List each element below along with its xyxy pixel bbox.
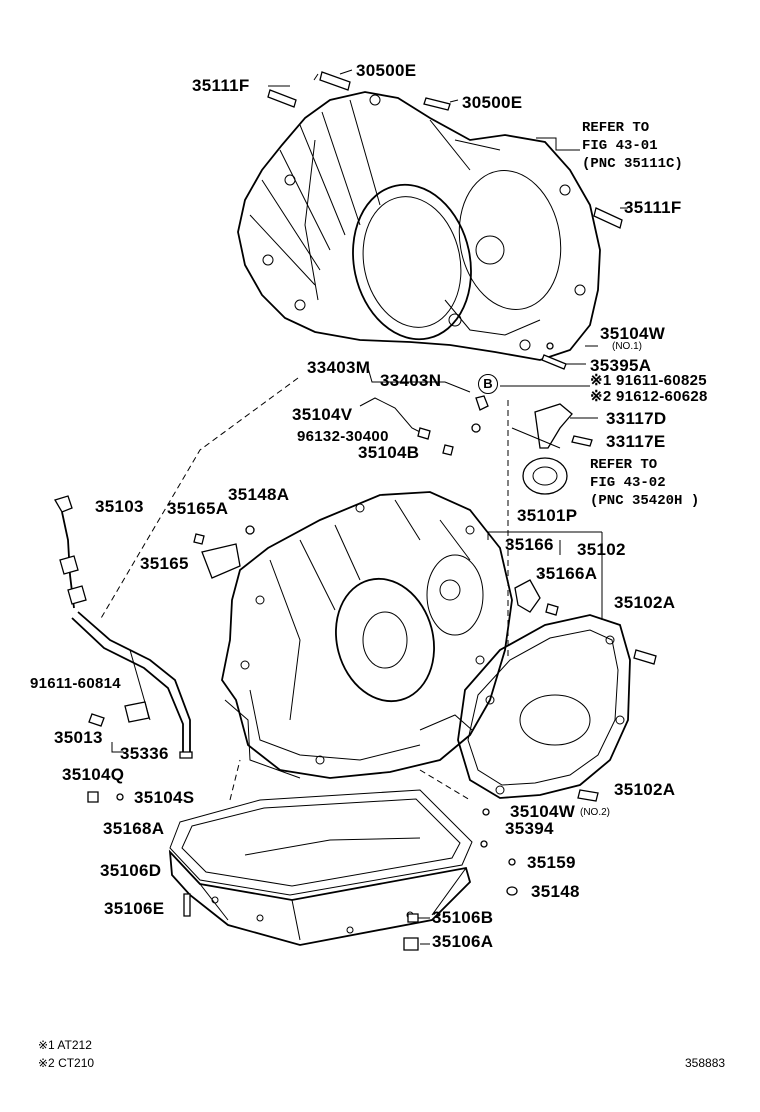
transaxle-housing <box>237 91 601 361</box>
refer-note-1-line2: FIG 43-01 <box>582 138 658 154</box>
label-96132-30400: 96132-30400 <box>297 428 389 445</box>
label-33117d: 33117D <box>606 409 667 428</box>
label-35106e: 35106E <box>104 899 165 918</box>
label-35104w-no2-sub: (NO.2) <box>580 807 610 818</box>
bolt-35395a <box>541 354 567 370</box>
bolt-35106e <box>183 893 191 917</box>
label-33403m: 33403M <box>307 358 371 377</box>
bolt-35111f-right <box>593 207 623 229</box>
filler-tube-35013 <box>77 611 191 755</box>
plug-35104b <box>442 444 454 456</box>
plug-35104q <box>87 791 99 803</box>
bolt-30500e-top <box>313 71 351 91</box>
label-35104q: 35104Q <box>62 765 125 784</box>
plug-35148 <box>506 886 518 896</box>
label-35165a: 35165A <box>167 499 229 518</box>
bracket-35166 <box>514 579 541 613</box>
bolt-33117e <box>571 435 593 447</box>
label-35336: 35336 <box>120 744 169 763</box>
label-35102a-bot: 35102A <box>614 780 676 799</box>
pin-35165a <box>193 533 205 545</box>
oil-pan-gasket-35168a <box>169 789 473 896</box>
bolt-30500e-2 <box>423 97 451 111</box>
bolt-35102a-top <box>633 649 657 665</box>
label-35148: 35148 <box>531 882 580 901</box>
label-35111f-right: 35111F <box>624 198 682 217</box>
oring-35336 <box>179 751 193 759</box>
label-35104s: 35104S <box>134 788 195 807</box>
bracket-35013 <box>124 701 150 723</box>
label-35101p: 35101P <box>517 506 578 525</box>
footnote-2: ※2 CT210 <box>38 1056 95 1070</box>
label-35106d: 35106D <box>100 861 162 880</box>
oil-seal <box>522 457 568 495</box>
label-35106a: 35106A <box>432 932 494 951</box>
refer-note-2-line1: REFER TO <box>590 457 658 473</box>
label-35103: 35103 <box>95 497 144 516</box>
transmission-case <box>221 491 513 779</box>
label-91611-60814: 91611-60814 <box>30 675 121 692</box>
label-35102: 35102 <box>577 540 626 559</box>
label-35148a: 35148A <box>228 485 290 504</box>
label-35106b: 35106B <box>432 908 494 927</box>
bolt-91611-60814 <box>88 713 105 727</box>
label-35104v: 35104V <box>292 405 353 424</box>
label-35166a: 35166A <box>536 564 598 583</box>
callout-b-circle: B <box>478 374 498 394</box>
plug-35106b <box>407 913 419 923</box>
label-35104w-no2: 35104W <box>510 802 576 821</box>
label-35104b: 35104B <box>358 443 420 462</box>
gasket-35394 <box>480 840 488 848</box>
label-35013: 35013 <box>54 728 103 747</box>
oring-33403 <box>471 423 481 433</box>
bolt-35111f-top <box>267 89 297 108</box>
side-cover-35102 <box>457 614 631 799</box>
sensor-96132 <box>417 427 431 440</box>
label-35166: 35166 <box>505 535 554 554</box>
refer-note-1-line1: REFER TO <box>582 120 650 136</box>
plug-35106a <box>403 937 419 951</box>
plug-35104w-no2 <box>482 808 490 816</box>
label-35102a-top: 35102A <box>614 593 676 612</box>
label-35104w-no1: 35104W <box>600 324 666 343</box>
gasket-35159 <box>508 858 516 866</box>
label-35111f-top: 35111F <box>192 76 250 95</box>
label-35395a: 35395A <box>590 356 652 375</box>
plate-35165 <box>201 543 241 579</box>
bracket-33117d <box>534 403 573 449</box>
label-30500e-top: 30500E <box>356 61 417 80</box>
label-30500e-2: 30500E <box>462 93 523 112</box>
pipe-33403n <box>475 395 489 411</box>
illustration-code: 358883 <box>685 1056 726 1070</box>
oil-pan-35106d <box>168 837 472 946</box>
refer-note-2-line3: (PNC 35420H ) <box>590 493 700 509</box>
dipstick-35103 <box>54 495 87 609</box>
plug-35148a <box>245 525 255 535</box>
label-33117e: 33117E <box>606 432 666 451</box>
label-91611-60825: ※1 91611-60825 <box>590 372 707 389</box>
footnote-1: ※1 AT212 <box>38 1038 92 1052</box>
label-33403n: 33403N <box>380 371 442 390</box>
plug-35104s <box>116 793 124 801</box>
label-35165: 35165 <box>140 554 189 573</box>
label-91612-60628: ※2 91612-60628 <box>590 388 708 405</box>
label-35159: 35159 <box>527 853 576 872</box>
bolt-35166a <box>545 603 559 616</box>
label-35104w-no1-sub: (NO.1) <box>612 341 642 352</box>
plug-35104w-no1 <box>546 342 554 350</box>
refer-note-1-line3: (PNC 35111C) <box>582 156 683 172</box>
label-35168a: 35168A <box>103 819 165 838</box>
refer-note-2-line2: FIG 43-02 <box>590 475 666 491</box>
bolt-35102a-bot <box>577 789 599 802</box>
label-35394: 35394 <box>505 819 554 838</box>
